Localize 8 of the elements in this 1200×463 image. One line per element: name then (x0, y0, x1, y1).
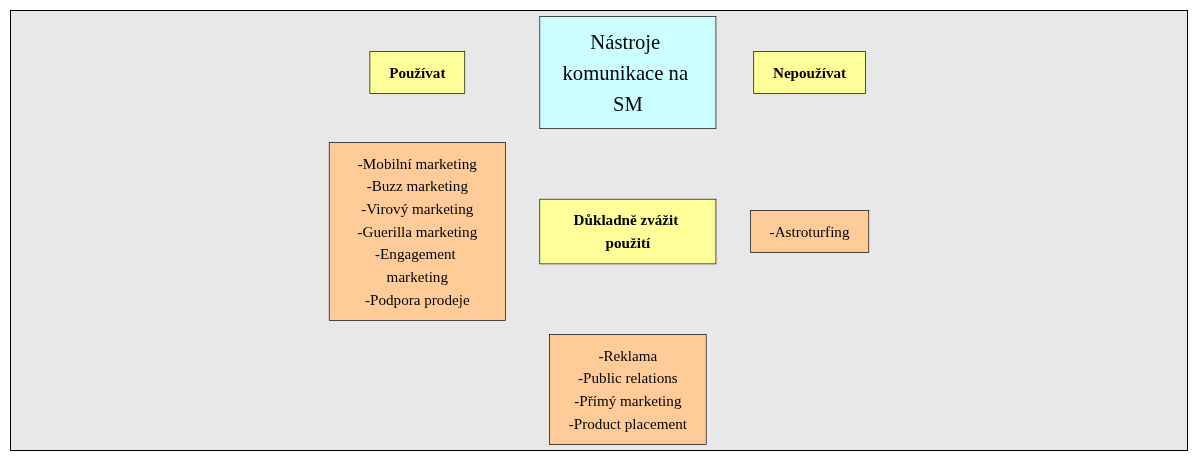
node-box (539, 16, 717, 129)
node-box (753, 51, 866, 94)
node-box (328, 142, 506, 321)
node-box (539, 198, 717, 265)
panel-background: Nástroje komunikace na SM Používat -Mobilní marketing -Buzz marketing -Virový marketing -Guerilla marketing -Engagement marketing -Podpora prodeje Důkladně zvážit použití -Reklama -Public relations -Přímý marketing -Product placement Nepoužívat -Astroturfing (10, 10, 1188, 451)
node-box (549, 334, 707, 445)
node-box (750, 210, 870, 253)
node-box (369, 51, 466, 94)
